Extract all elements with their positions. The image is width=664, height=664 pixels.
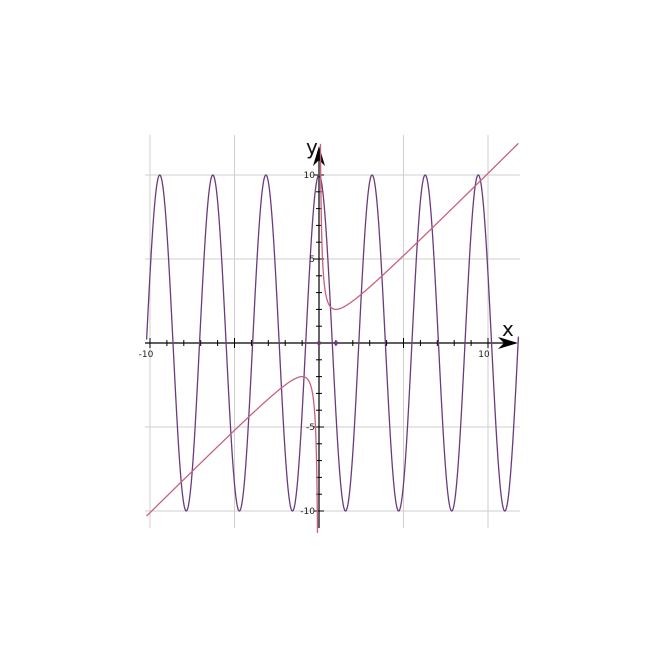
tick-labels: -10 10 -10 -5 5 10 (139, 171, 490, 517)
y-tick-label: 5 (309, 255, 315, 265)
y-tick-label: -10 (300, 507, 315, 517)
x-tick-label: -10 (139, 350, 154, 360)
series-cosine-curve (145, 174, 520, 512)
y-tick-label: 10 (304, 171, 316, 181)
y-axis-arrow-icon (313, 146, 325, 166)
origin-point (317, 341, 321, 345)
curves (145, 142, 520, 533)
series-hyperbola-curve (146, 375, 319, 533)
series-hyperbola-curve (319, 142, 519, 311)
grid (145, 135, 520, 528)
y-tick-label: -5 (306, 423, 315, 433)
x-tick-label: 10 (478, 350, 490, 360)
x-axis-label: x (502, 317, 514, 341)
y-axis-label: y (306, 135, 318, 159)
x-axis-arrow-icon (498, 337, 518, 349)
point-marker (333, 341, 338, 345)
